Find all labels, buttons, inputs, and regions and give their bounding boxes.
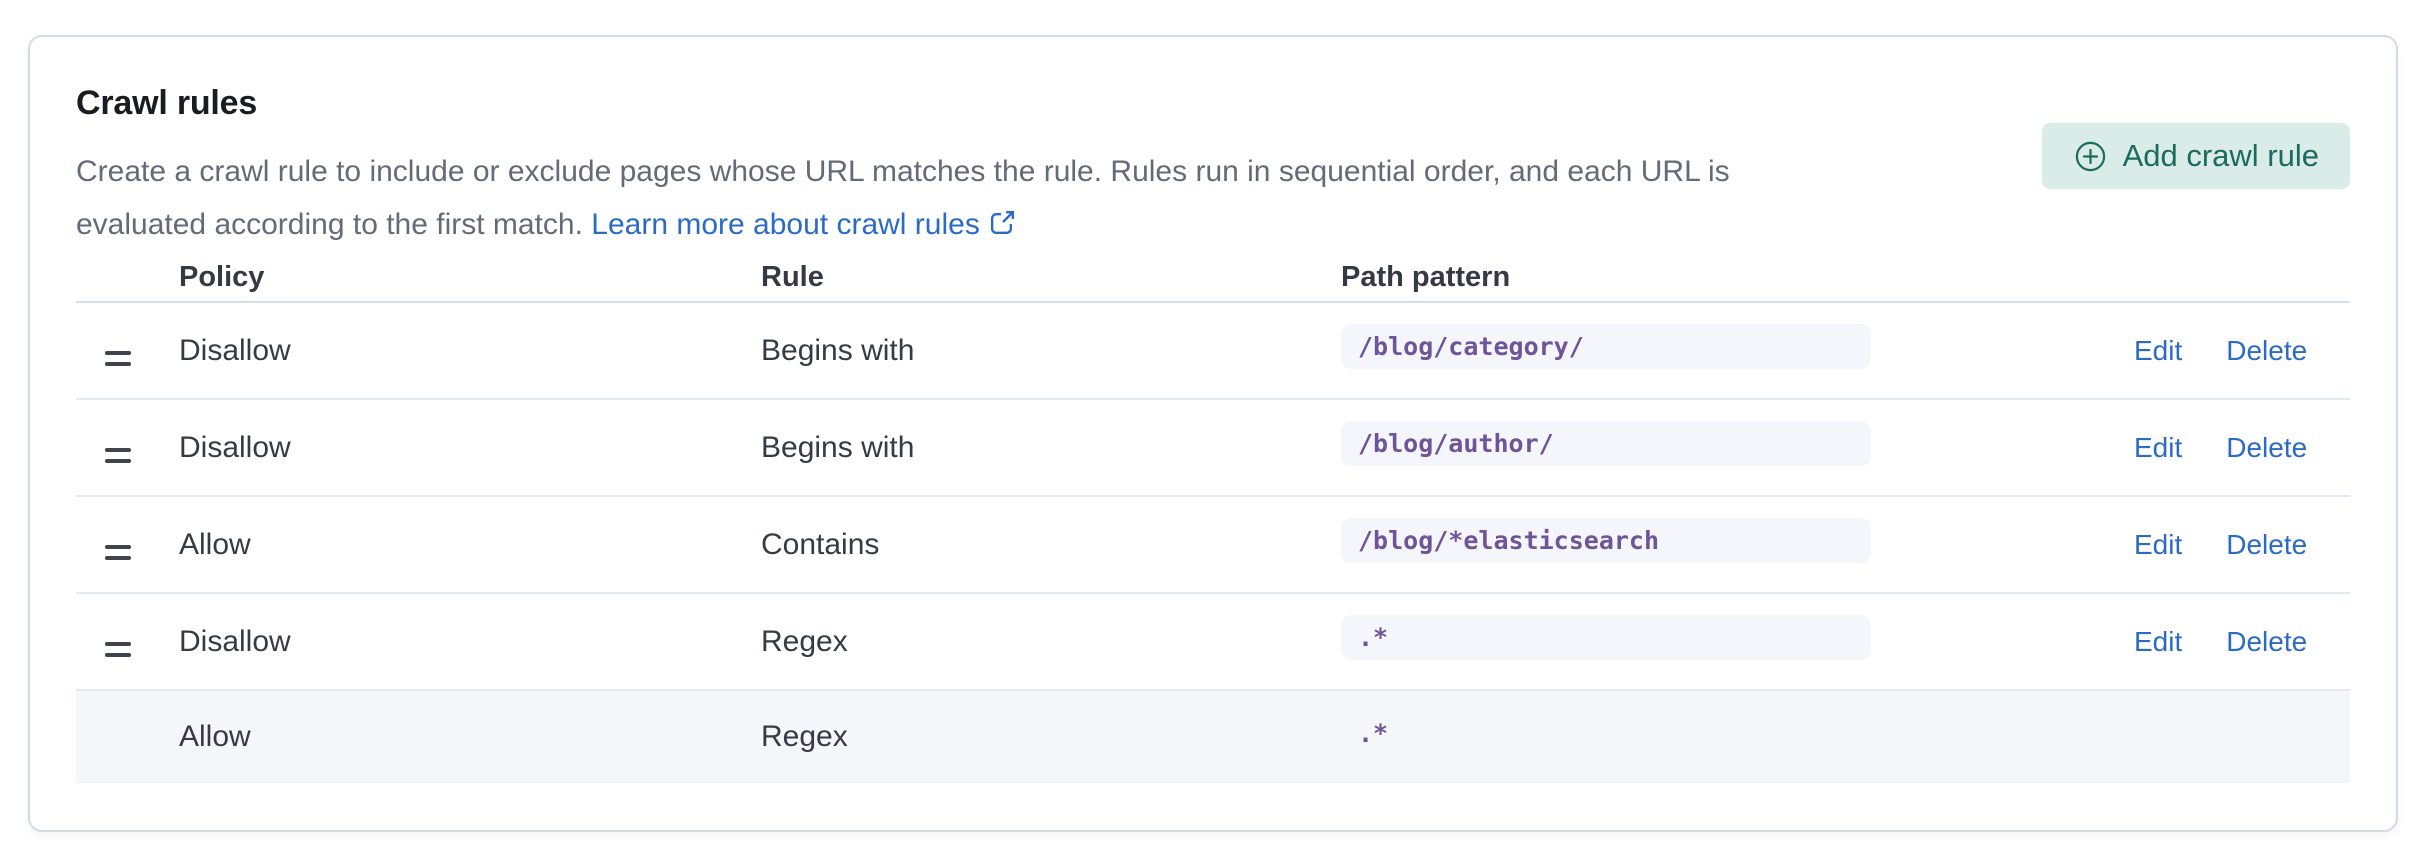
add-crawl-rule-button[interactable]: Add crawl rule [2041,123,2350,189]
policy-cell: Allow [179,720,251,753]
rule-cell: Begins with [761,333,915,367]
table-row: Disallow Begins with /blog/category/ Edi… [76,303,2350,400]
header-rule: Rule [761,260,824,293]
path-pattern-value: .* [1358,718,1389,748]
delete-button[interactable]: Delete [2226,334,2308,366]
panel-description: Create a crawl rule to include or exclud… [76,145,1730,251]
table-row-highlighted: Allow Regex .* [76,691,2350,783]
policy-cell: Allow [179,527,251,561]
grab-handle-icon[interactable] [103,345,133,372]
table-header-row: Policy Rule Path pattern [76,253,2350,303]
description-line-1: Create a crawl rule to include or exclud… [76,155,1730,188]
external-link-icon [990,210,1014,235]
grab-handle-icon[interactable] [103,636,133,663]
page-title: Crawl rules [76,84,258,122]
policy-cell: Disallow [179,624,291,658]
edit-button[interactable]: Edit [2134,431,2183,463]
grab-handle-icon[interactable] [103,442,133,469]
crawl-rules-panel: Crawl rules Create a crawl rule to inclu… [28,35,2398,832]
table-row: Disallow Regex .* Edit Delete [76,594,2350,691]
edit-button[interactable]: Edit [2134,625,2183,657]
delete-button[interactable]: Delete [2226,625,2308,657]
grab-handle-icon[interactable] [103,539,133,566]
header-path-pattern: Path pattern [1341,260,1511,293]
table-row: Disallow Begins with /blog/author/ Edit … [76,400,2350,497]
crawl-rules-table: Policy Rule Path pattern Disallow Begins… [76,253,2350,783]
path-pattern-value: /blog/*elasticsearch [1341,518,1871,563]
learn-more-link[interactable]: Learn more about crawl rules [591,208,1017,241]
description-line-2: evaluated according to the first match. … [76,198,1730,251]
table-row: Allow Contains /blog/*elasticsearch Edit… [76,497,2350,594]
policy-cell: Disallow [179,333,291,367]
add-crawl-rule-label: Add crawl rule [2122,138,2319,173]
path-pattern-value: .* [1341,615,1871,660]
plus-in-circle-icon [2075,141,2105,171]
rule-cell: Regex [761,720,848,753]
path-pattern-value: /blog/author/ [1341,421,1871,466]
panel-header-text: Crawl rules Create a crawl rule to inclu… [76,81,1730,251]
panel-header: Crawl rules Create a crawl rule to inclu… [76,81,2350,251]
rule-cell: Regex [761,624,848,658]
rule-cell: Begins with [761,430,915,464]
policy-cell: Disallow [179,430,291,464]
edit-button[interactable]: Edit [2134,334,2183,366]
delete-button[interactable]: Delete [2226,528,2308,560]
edit-button[interactable]: Edit [2134,528,2183,560]
header-policy: Policy [179,260,265,293]
description-line-2-text: evaluated according to the first match. [76,208,583,241]
delete-button[interactable]: Delete [2226,431,2308,463]
path-pattern-value: /blog/category/ [1341,324,1871,369]
rule-cell: Contains [761,527,880,561]
